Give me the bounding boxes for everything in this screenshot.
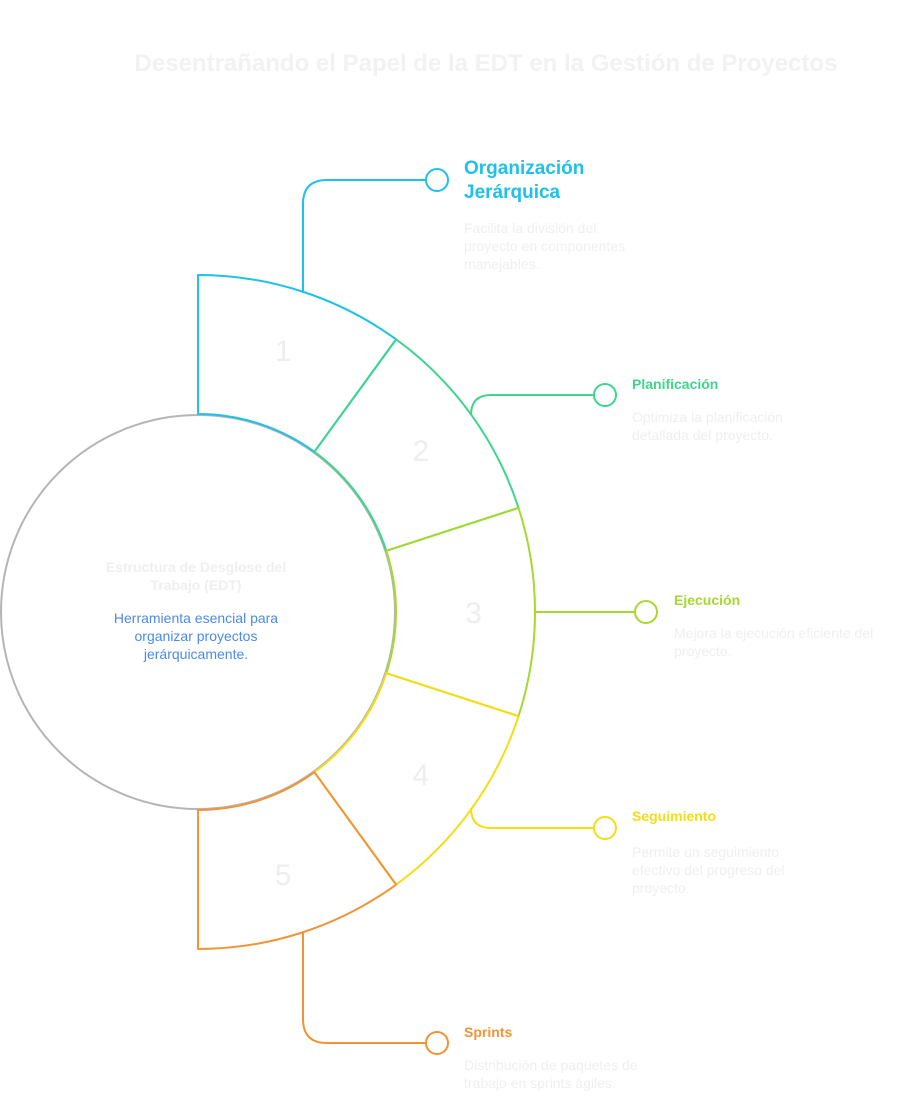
- connector-line-1: [302, 179, 426, 293]
- segment-4: [313, 672, 520, 886]
- item-description-5: Distribución de paquetes de trabajo en s…: [464, 1057, 638, 1091]
- center-description: Herramienta esencial para organizar proy…: [113, 610, 279, 662]
- item-title-3: Ejecución: [674, 592, 741, 608]
- item-description-4: Permite un seguimiento efectivo del prog…: [632, 844, 785, 896]
- segment-number-4: 4: [413, 759, 430, 792]
- segment-1: [197, 274, 398, 453]
- segment-number-2: 2: [413, 435, 430, 468]
- item-description-2: Optimiza la planificación detallada del …: [632, 409, 783, 443]
- item-title-2: Planificación: [632, 376, 719, 392]
- segment-number-5: 5: [275, 859, 292, 892]
- item-title-5: Sprints: [464, 1024, 513, 1040]
- connector-line-4: [470, 807, 594, 829]
- connector-node-1: [425, 168, 449, 192]
- center-title: Estructura de Desglose del Trabajo (EDT): [105, 559, 287, 593]
- connector-line-5: [302, 931, 426, 1044]
- segment-number-1: 1: [275, 335, 292, 368]
- page-title: Desentrañando el Papel de la EDT en la G…: [134, 50, 838, 77]
- connector-node-5: [425, 1031, 449, 1055]
- segment-number-3: 3: [465, 597, 482, 630]
- connector-node-3: [634, 600, 658, 624]
- segment-2: [313, 338, 520, 552]
- connector-node-2: [593, 383, 617, 407]
- item-description-3: Mejora la ejecución eficiente del proyec…: [674, 625, 874, 659]
- segment-3: [385, 506, 536, 718]
- item-title-4: Seguimiento: [632, 808, 717, 824]
- item-description-1: Facilita la división del proyecto en com…: [464, 220, 626, 272]
- connector-node-4: [593, 816, 617, 840]
- item-title-1: Organización Jerárquica: [464, 158, 585, 203]
- segment-5: [197, 771, 398, 950]
- connector-line-2: [470, 394, 594, 416]
